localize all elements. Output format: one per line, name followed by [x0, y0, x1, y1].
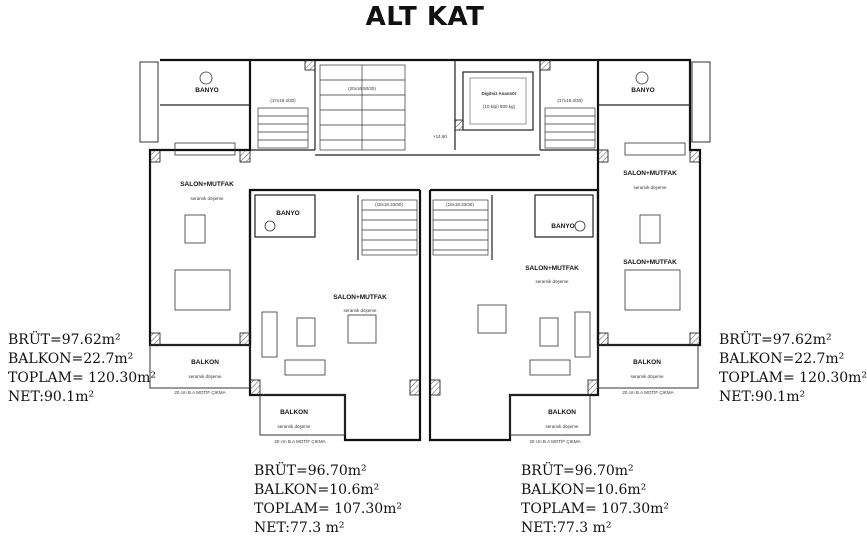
label-salon-mid-left: SALON+MUTFAK	[333, 294, 387, 301]
balkon-mid-right: BALKON=10.6m²	[521, 482, 647, 498]
stairs	[257, 64, 596, 256]
label-stair-top: (20x16.50/30)	[348, 86, 376, 91]
page-title: ALT KAT	[365, 2, 485, 32]
columns	[149, 59, 701, 396]
label-stair-mid-right: (18x18.33/30)	[446, 202, 474, 207]
seramik-balkon-mid-left: seramik döşeme	[277, 424, 311, 429]
toplam-mid-left: TOPLAM= 107.30m²	[254, 501, 403, 517]
area-summary-mid-left: BRÜT=96.70m² BALKON=10.6m² TOPLAM= 107.3…	[254, 462, 402, 538]
brut-mid-left: BRÜT=96.70m²	[254, 463, 367, 479]
label-asansor-cap: (10 kişi) 800 kg)	[483, 104, 516, 109]
net-right: NET:90.1m²	[719, 389, 806, 405]
net-left: NET:90.1m²	[8, 389, 95, 405]
moulding-right: 20 cm B.A MOTİF ÇIKMA	[622, 389, 673, 395]
brut-left: BRÜT=97.62m²	[8, 332, 121, 348]
outer-walls	[148, 58, 702, 442]
label-stair-left: (17x19.4/30)	[270, 98, 296, 103]
balkon-right: BALKON=22.7m²	[719, 351, 845, 367]
label-salon-mid-right: SALON+MUTFAK	[525, 265, 579, 272]
inner-walls	[160, 60, 690, 260]
label-stair-right: (17x19.4/30)	[557, 98, 583, 103]
toplam-right: TOPLAM= 120.30m²	[719, 370, 867, 386]
label-asansor: Digitsiz Asansör	[481, 91, 516, 96]
moulding-left: 20 cm B.A MOTİF ÇIKMA	[174, 389, 225, 395]
area-summary-right: BRÜT=97.62m² BALKON=22.7m² TOPLAM= 120.3…	[719, 331, 867, 407]
net-mid-left: NET:77.3 m²	[254, 520, 345, 536]
elevator	[462, 71, 534, 131]
label-banyo-mid-left: BANYO	[276, 210, 299, 217]
area-summary-mid-right: BRÜT=96.70m² BALKON=10.6m² TOPLAM= 107.3…	[521, 462, 669, 538]
balkon-mid-left: BALKON=10.6m²	[254, 482, 380, 498]
toplam-mid-right: TOPLAM= 107.30m²	[521, 501, 670, 517]
label-banyo-mid-right: BANYO	[551, 223, 574, 230]
seramik-mid-right: seramik döşeme	[535, 279, 569, 284]
toplam-left: TOPLAM= 120.30m²	[8, 370, 157, 386]
label-salon-right: SALON+MUTFAK	[623, 170, 677, 177]
label-elevation: +14.90	[433, 134, 447, 139]
furniture	[174, 71, 686, 376]
net-mid-right: NET:77.3 m²	[521, 520, 612, 536]
label-salon-right-2: SALON+MUTFAK	[623, 259, 677, 266]
label-banyo-left: BANYO	[195, 87, 218, 94]
brut-mid-right: BRÜT=96.70m²	[521, 463, 634, 479]
label-stair-mid-left: (18x18.33/30)	[375, 202, 403, 207]
seramik-right: seramik döşeme	[633, 185, 667, 190]
label-balkon-mid-left: BALKON	[280, 409, 308, 416]
brut-right: BRÜT=97.62m²	[719, 332, 832, 348]
label-balkon-mid-right: BALKON	[548, 409, 576, 416]
area-summary-left: BRÜT=97.62m² BALKON=22.7m² TOPLAM= 120.3…	[8, 331, 156, 407]
seramik-balkon-right: seramik döşeme	[630, 374, 664, 379]
label-balkon-left: BALKON	[191, 359, 219, 366]
seramik-left: seramik döşeme	[190, 196, 224, 201]
label-balkon-right: BALKON	[633, 359, 661, 366]
seramik-balkon-left: seramik döşeme	[188, 374, 222, 379]
balkon-left: BALKON=22.7m²	[8, 351, 134, 367]
moulding-mid-left: 20 cm B.A MOTİF ÇIKMA	[274, 438, 325, 444]
seramik-mid-left: seramik döşeme	[343, 308, 377, 313]
balconies	[139, 61, 711, 436]
label-salon-left: SALON+MUTFAK	[180, 181, 234, 188]
moulding-mid-right: 20 cm B.A MOTİF ÇIKMA	[529, 438, 580, 444]
seramik-balkon-mid-right: seramik döşeme	[545, 424, 579, 429]
label-banyo-right: BANYO	[631, 87, 654, 94]
